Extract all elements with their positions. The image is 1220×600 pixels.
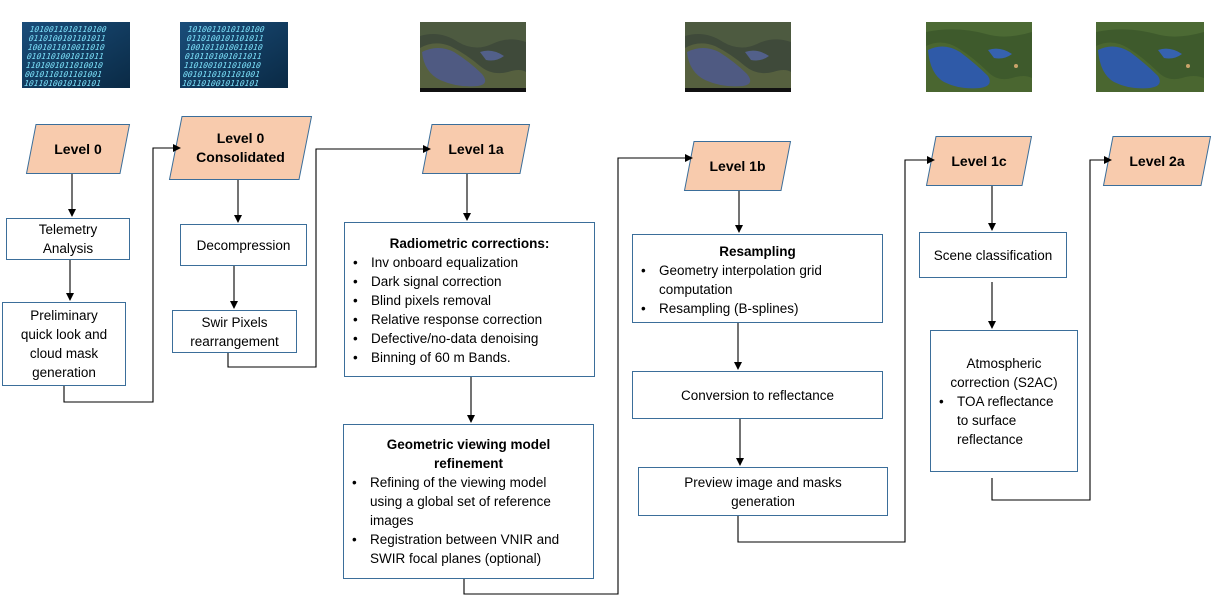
swir-pixels-box: Swir Pixels rearrangement xyxy=(172,310,297,353)
swir-line2: rearrangement xyxy=(190,333,279,349)
radiometric-item: Blind pixels removal xyxy=(353,291,594,310)
atmospheric-item-line1: TOA reflectance xyxy=(957,394,1054,409)
radiometric-title: Radiometric corrections: xyxy=(389,236,550,251)
svg-text:1101001011010010: 1101001011010010 xyxy=(24,60,104,70)
atmospheric-item-line3: reflectance xyxy=(957,432,1024,447)
resampling-item1-line1: Geometry interpolation grid xyxy=(659,263,822,278)
atmospheric-line2: correction (S2AC) xyxy=(950,375,1058,390)
atmospheric-line1: Atmospheric xyxy=(966,356,1042,371)
svg-text:0010110101101001: 0010110101101001 xyxy=(23,69,103,79)
decompression-box: Decompression xyxy=(180,224,307,266)
scene-classification-box: Scene classification xyxy=(919,232,1067,278)
level-1a-label: Level 1a xyxy=(448,140,504,157)
resampling-item1-line2: computation xyxy=(659,282,733,297)
level-1a-node: Level 1a xyxy=(421,124,531,174)
level-0-consolidated-node: Level 0 Consolidated xyxy=(168,116,313,180)
resampling-title: Resampling xyxy=(719,244,796,259)
satellite-image-icon xyxy=(420,22,526,92)
preliminary-line3: cloud mask xyxy=(29,346,99,361)
geometric-item1-line1: Refining of the viewing model xyxy=(370,475,547,490)
geometric-item2-line2: SWIR focal planes (optional) xyxy=(370,551,542,566)
level-0-node: Level 0 xyxy=(25,124,131,174)
geometric-title-line2: refinement xyxy=(433,456,504,471)
level-0-consolidated-label: Level 0 Consolidated xyxy=(196,129,285,167)
geometric-item1-line3: images xyxy=(370,513,414,528)
conversion-label: Conversion to reflectance xyxy=(680,387,835,403)
radiometric-corrections-box: Radiometric corrections: Inv onboard equ… xyxy=(344,222,595,377)
satellite-image-icon xyxy=(926,22,1032,92)
atmospheric-correction-box: Atmospheric correction (S2AC) TOA reflec… xyxy=(930,330,1078,472)
svg-text:1011010010110101: 1011010010110101 xyxy=(181,78,261,88)
preliminary-quicklook-box: Preliminary quick look and cloud mask ge… xyxy=(2,302,126,386)
radiometric-item: Binning of 60 m Bands. xyxy=(353,348,594,367)
svg-text:1010011010110100: 1010011010110100 xyxy=(28,24,108,34)
level-0-consolidated-line2: Consolidated xyxy=(196,149,285,165)
level-1b-node: Level 1b xyxy=(683,141,792,191)
level-1c-label: Level 1c xyxy=(951,152,1007,169)
svg-text:0010110101101001: 0010110101101001 xyxy=(181,69,261,79)
level-0-label: Level 0 xyxy=(54,140,102,157)
radiometric-item: Dark signal correction xyxy=(353,272,594,291)
level-0-consolidated-line1: Level 0 xyxy=(216,130,265,146)
satellite-image-icon xyxy=(685,22,791,92)
svg-text:1011010010110101: 1011010010110101 xyxy=(23,78,103,88)
resampling-box: Resampling Geometry interpolation grid c… xyxy=(632,234,883,323)
radiometric-item: Inv onboard equalization xyxy=(353,253,594,272)
atmospheric-list: TOA reflectance to surface reflectance xyxy=(931,392,1077,449)
atmospheric-item: TOA reflectance to surface reflectance xyxy=(939,392,1077,449)
scene-label: Scene classification xyxy=(933,247,1053,263)
geometric-list: Refining of the viewing model using a gl… xyxy=(344,473,593,568)
level-1c-node: Level 1c xyxy=(925,136,1033,186)
geometric-title-line1: Geometric viewing model xyxy=(386,437,551,452)
preliminary-line2: quick look and xyxy=(20,327,108,342)
svg-text:0101101001011011: 0101101001011011 xyxy=(25,51,105,61)
geometric-viewing-model-box: Geometric viewing model refinement Refin… xyxy=(343,424,594,579)
svg-text:1001011010011010: 1001011010011010 xyxy=(184,42,264,52)
atmospheric-item-line2: to surface xyxy=(957,413,1017,428)
preliminary-line1: Preliminary xyxy=(30,308,98,323)
radiometric-item: Relative response correction xyxy=(353,310,594,329)
svg-text:1101001011010010: 1101001011010010 xyxy=(182,60,262,70)
level-2a-node: Level 2a xyxy=(1102,136,1212,186)
svg-text:0101101001011011: 0101101001011011 xyxy=(183,51,263,61)
telemetry-line1: Telemetry xyxy=(38,222,98,237)
preview-line2: generation xyxy=(731,493,795,509)
svg-text:0110100101101011: 0110100101101011 xyxy=(27,33,107,43)
geometric-item: Refining of the viewing model using a gl… xyxy=(352,473,593,530)
telemetry-line2: Analysis xyxy=(42,241,94,256)
level-2a-label: Level 2a xyxy=(1129,152,1185,169)
preview-image-masks-box: Preview image and masks generation xyxy=(638,467,888,516)
geometric-item2-line1: Registration between VNIR and xyxy=(370,532,560,547)
preliminary-line4: generation xyxy=(32,365,96,380)
geometric-item1-line2: using a global set of reference xyxy=(370,494,551,509)
radiometric-item: Defective/no-data denoising xyxy=(353,329,594,348)
binary-data-icon: 1010011010110100 0110100101101011 100101… xyxy=(180,22,288,88)
geometric-item: Registration between VNIR and SWIR focal… xyxy=(352,530,593,568)
geometric-title: Geometric viewing model refinement xyxy=(344,435,593,473)
atmospheric-title: Atmospheric correction (S2AC) xyxy=(931,354,1077,392)
preview-line1: Preview image and masks xyxy=(684,474,842,490)
svg-text:1010011010110100: 1010011010110100 xyxy=(186,24,266,34)
conversion-to-reflectance-box: Conversion to reflectance xyxy=(632,371,883,419)
telemetry-analysis-box: Telemetry Analysis xyxy=(6,218,130,260)
radiometric-list: Inv onboard equalization Dark signal cor… xyxy=(345,253,594,367)
svg-text:0110100101101011: 0110100101101011 xyxy=(185,33,265,43)
decompression-label: Decompression xyxy=(196,237,291,253)
swir-line1: Swir Pixels xyxy=(201,314,268,330)
resampling-list: Geometry interpolation grid computation … xyxy=(633,261,882,318)
level-1b-label: Level 1b xyxy=(709,157,766,174)
resampling-item: Resampling (B-splines) xyxy=(641,299,882,318)
svg-text:1001011010011010: 1001011010011010 xyxy=(26,42,106,52)
satellite-image-icon xyxy=(1096,22,1204,92)
binary-data-icon: 1010011010110100 0110100101101011 100101… xyxy=(22,22,130,88)
resampling-item: Geometry interpolation grid computation xyxy=(641,261,882,299)
